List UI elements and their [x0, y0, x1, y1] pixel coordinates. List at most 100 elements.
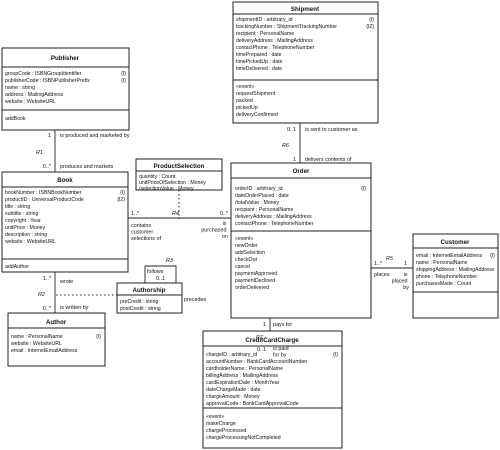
- class-event: requestShipment: [236, 91, 276, 97]
- identifier-tag: {I}: [490, 253, 495, 259]
- r5-labels: 1..* places R5 1 is placed by: [374, 256, 409, 291]
- class-attr: copyright : Year: [5, 218, 41, 224]
- class-attr: contactPhone : TelephoneNumber: [236, 45, 315, 51]
- class-attr: phone : TelephoneNumber: [416, 274, 477, 280]
- class-attr: groupCode : ISBNGroupIdentifier: [5, 71, 82, 77]
- class-event: paymentDeclined: [235, 278, 275, 284]
- identifier-tag: {I}: [121, 78, 126, 84]
- class-attr: email : InternetEmailAddress: [11, 348, 78, 354]
- class-book[interactable]: Book bookNumber : ISBNBookNumber product…: [1, 171, 129, 273]
- role-label: is written by: [60, 305, 89, 311]
- role-label: pays for: [273, 322, 292, 328]
- class-attr: /selectionValue : Money: [139, 186, 194, 192]
- class-attr: website : WebsiteURL: [11, 341, 62, 347]
- class-order[interactable]: Order orderID : arbitrary_id dateOrderPl…: [230, 162, 372, 319]
- multiplicity-label: 0..*: [220, 211, 229, 217]
- relationship-name: R3: [166, 258, 173, 264]
- class-attr: shippingAddress : MailingAddress: [416, 267, 495, 273]
- multiplicity-label: 0..1: [257, 347, 266, 353]
- identifier-tag: {I}: [96, 334, 101, 340]
- relationship-name: R1: [36, 150, 43, 156]
- relationship-name: R5: [386, 256, 394, 262]
- class-event: newOrder: [235, 243, 258, 249]
- class-attr: productID : UniversalProductCode: [5, 197, 84, 203]
- class-attr: dateChargeMade : date: [206, 387, 261, 393]
- r2-labels: 1..* wrote R2 0..* is written by: [38, 276, 89, 312]
- multiplicity-label: 0..*: [43, 306, 52, 312]
- class-attr: recipient : PersonalName: [235, 207, 293, 213]
- class-name: Author: [46, 319, 67, 326]
- class-name: Book: [57, 177, 73, 184]
- class-attr: address : MailingAddress: [5, 92, 64, 98]
- role-label: is purchased on: [201, 221, 228, 240]
- class-customer[interactable]: Customer email : InternetEmailAddress na…: [412, 233, 499, 319]
- class-attr: website : WebsiteURL: [5, 99, 56, 105]
- class-attr: title : string: [5, 204, 30, 210]
- relationship-name: R6: [282, 143, 289, 149]
- class-attr: email : InternetEmailAddress: [416, 253, 483, 259]
- class-attr: dateOrderPlaced : date: [235, 193, 289, 199]
- role-label: wrote: [59, 279, 73, 285]
- class-attr: postCredit : string: [120, 306, 161, 312]
- relationship-name: R2: [38, 292, 45, 298]
- class-operation: addAuthor: [5, 264, 29, 270]
- role-label: follows: [147, 269, 164, 275]
- role-label: is sent to customer as: [305, 127, 358, 133]
- multiplicity-label: 0..1: [287, 127, 296, 133]
- class-event: chargeProcessed: [206, 428, 246, 434]
- class-name: Publisher: [51, 55, 80, 62]
- class-attr: publisherCode : ISBNPublisherPrefix: [5, 78, 90, 84]
- role-label: precedes: [184, 297, 206, 303]
- class-attr: unitPrice : Money: [5, 225, 45, 231]
- identifier-tag: {I}: [121, 71, 126, 77]
- class-attr: approvalCode : BankCardApprovalCode: [206, 401, 299, 407]
- class-shipment[interactable]: Shipment shipmentID : arbitrary_id track…: [232, 1, 379, 124]
- class-event: checkOut: [235, 257, 257, 263]
- class-event: addSelection: [235, 250, 265, 256]
- class-attr: chargeAmount : Money: [206, 394, 260, 400]
- role-label: places: [374, 272, 390, 278]
- class-publisher[interactable]: Publisher groupCode : ISBNGroupIdentifie…: [1, 47, 130, 131]
- multiplicity-label: 1..*: [131, 211, 140, 217]
- multiplicity-label: 1: [263, 322, 266, 328]
- class-event: orderDelivered: [235, 285, 269, 291]
- class-attr: trackingNumber : ShipmentTrackingNumber: [236, 24, 337, 30]
- role-label: is paid for by: [273, 346, 290, 359]
- class-name: ProductSelection: [154, 163, 205, 170]
- class-operation: addBook: [5, 116, 26, 122]
- class-attr: chargeID : arbitrary_id: [206, 352, 257, 358]
- class-productselection[interactable]: ProductSelection quantity : Count unitPr…: [135, 158, 223, 192]
- class-attr: name : PersonalName: [416, 260, 468, 266]
- class-name: CreditCardCharge: [245, 337, 299, 344]
- class-name: Shipment: [291, 6, 319, 13]
- class-attr: timeDelivered : date: [236, 66, 282, 72]
- identifier-tag: {I}: [361, 186, 366, 192]
- class-attr: name : PersonalName: [11, 334, 63, 340]
- relationship-lines: [54, 123, 413, 331]
- class-event: makeCharge: [206, 421, 236, 427]
- class-attr: deliveryAddress : MailingAddress: [235, 214, 312, 220]
- r3-labels: R3 follows 0..1 precedes: [147, 258, 206, 303]
- class-event: chargeProcessingNotCompleted: [206, 435, 281, 441]
- identifier-tag: {I2}: [366, 24, 374, 30]
- relationship-name: R4: [172, 211, 179, 217]
- role-label: is produced and marketed by: [60, 133, 130, 139]
- r4-labels: 1..* contains customer selections of R4 …: [131, 211, 229, 242]
- class-attr: accountNumber : BankCardAccountNumber: [206, 359, 307, 365]
- relationship-name: R7: [256, 335, 264, 341]
- role-label: delivers contents of: [305, 157, 352, 163]
- class-attr: unitPriceOfSelection : Money: [139, 180, 206, 186]
- class-creditcardcharge[interactable]: CreditCardCharge chargeID : arbitrary_id…: [202, 330, 343, 449]
- r7-labels: 1 pays for R7 is paid for by 0..1: [256, 322, 292, 359]
- class-authorship[interactable]: Authorship preCredit : string postCredit…: [116, 282, 183, 314]
- class-attr: subtitle : string: [5, 211, 39, 217]
- class-event: packed: [236, 98, 253, 104]
- multiplicity-label: 1..*: [43, 276, 52, 282]
- class-name: Authorship: [133, 287, 166, 294]
- class-author[interactable]: Author name : PersonalName website : Web…: [7, 312, 106, 367]
- event-stereotype: «event»: [235, 236, 254, 242]
- identifier-tag: {I}: [333, 352, 338, 358]
- class-attr: name : string: [5, 85, 35, 91]
- multiplicity-label: 0..1: [156, 276, 165, 282]
- role-label: produces and markets: [60, 164, 114, 170]
